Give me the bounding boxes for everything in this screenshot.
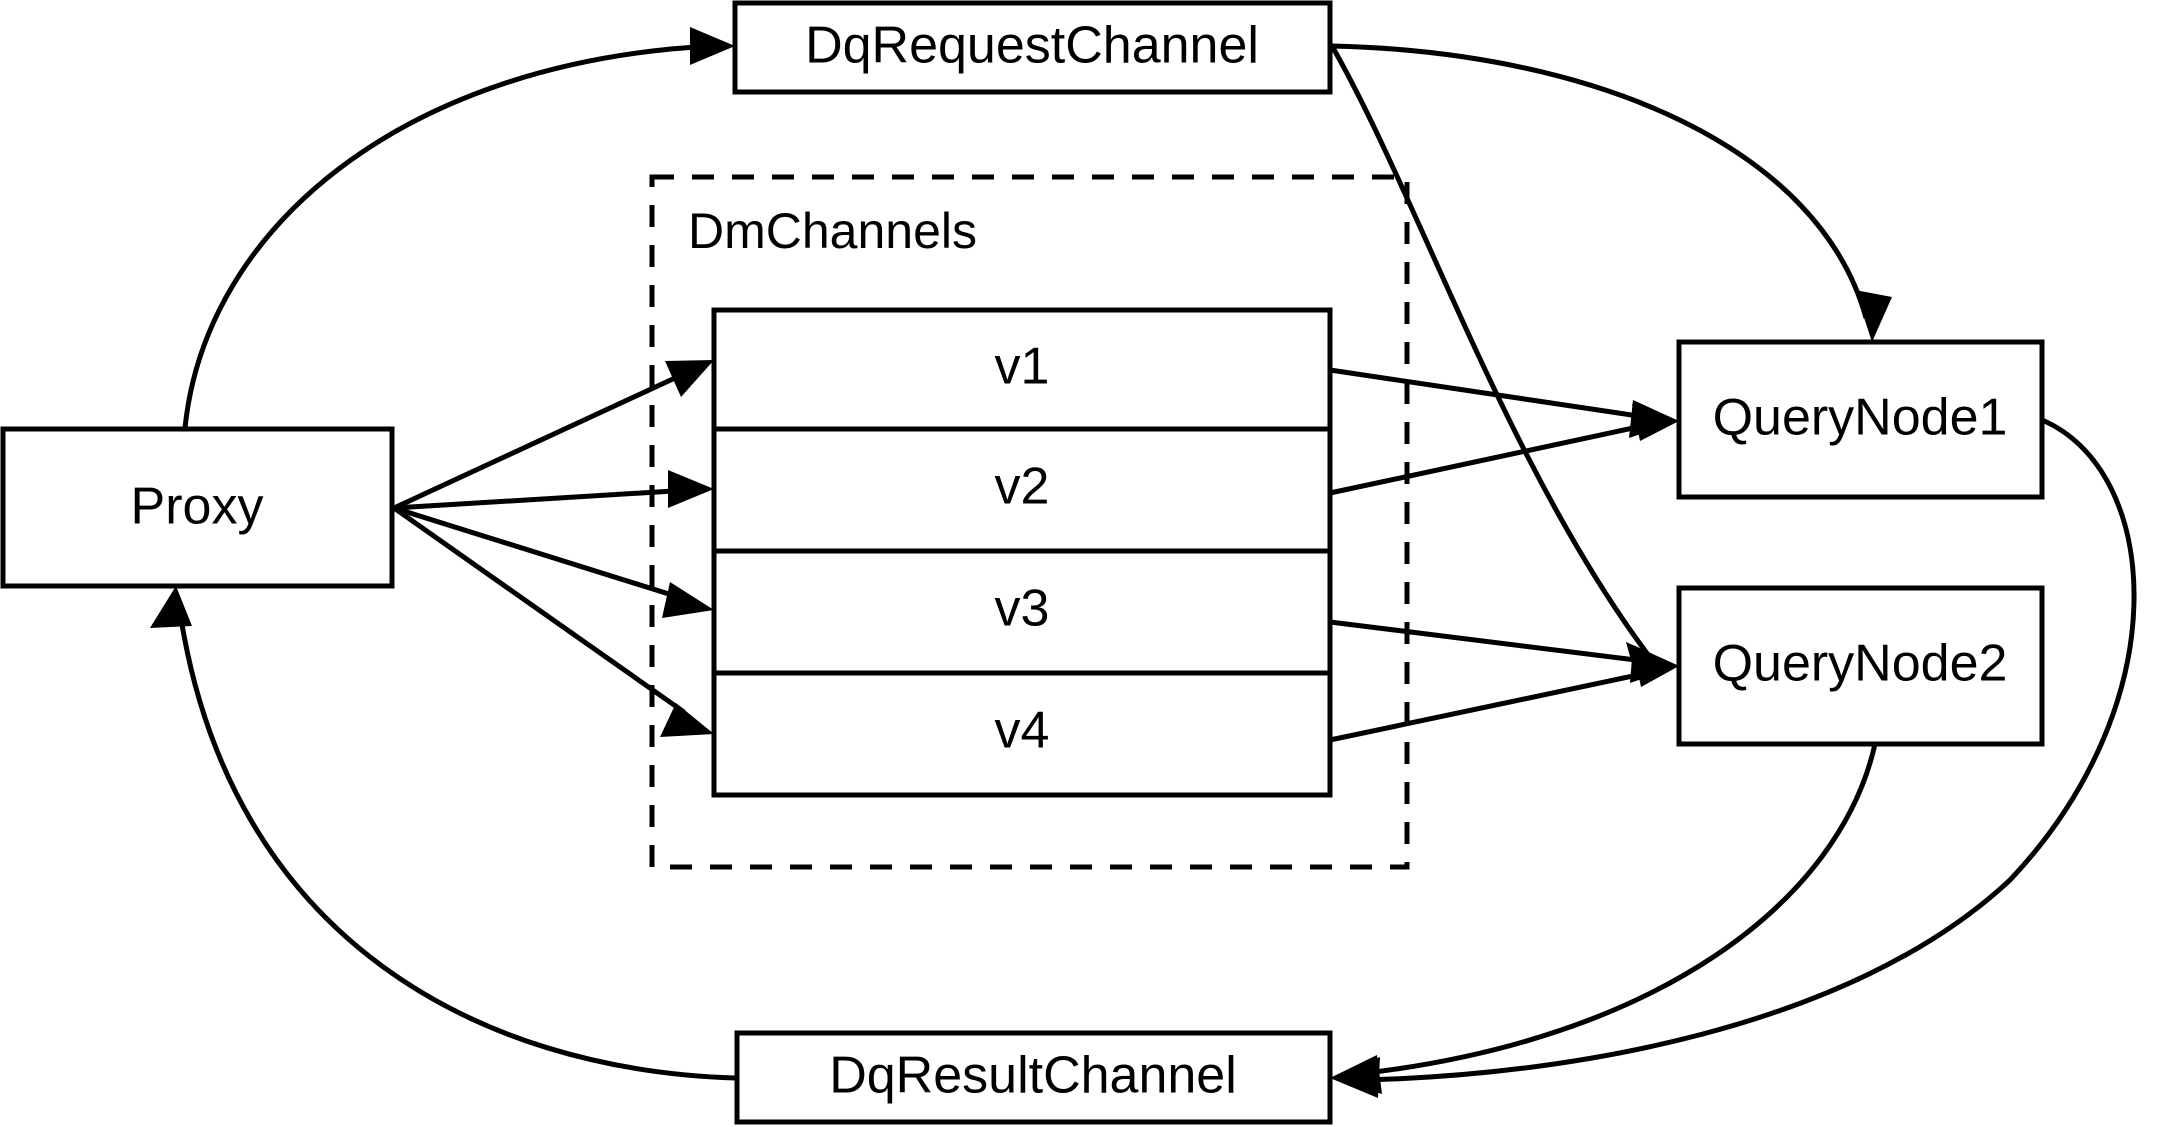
node-dq-request-channel-label: DqRequestChannel xyxy=(805,17,1259,75)
node-proxy-label: Proxy xyxy=(131,478,264,536)
edge-query-node-2-to-dq-result-channel xyxy=(1330,743,1878,1094)
arrow-head-icon xyxy=(150,586,192,628)
edge-dq-request-channel-to-query-node-1 xyxy=(1331,43,1892,342)
arrow-head-icon xyxy=(1330,1055,1382,1094)
node-dq-request-channel[interactable]: DqRequestChannel xyxy=(732,0,1333,95)
arrow-head-icon xyxy=(668,470,714,508)
channel-row-v1[interactable]: v1 xyxy=(995,338,1050,396)
dm-channels-group: DmChannels xyxy=(649,174,1410,870)
edge-proxy-to-v4 xyxy=(392,505,714,737)
arrow-head-icon xyxy=(690,27,735,65)
node-proxy[interactable]: Proxy xyxy=(0,426,395,589)
edge-v4-to-query-node-2 xyxy=(1329,650,1679,743)
edge-v3-to-query-node-2 xyxy=(1329,619,1679,683)
arrow-head-icon xyxy=(660,703,714,737)
node-dq-result-channel-label: DqResultChannel xyxy=(829,1047,1237,1105)
edge-proxy-to-v1 xyxy=(392,360,714,511)
node-proxy-box[interactable] xyxy=(0,426,395,589)
node-query-node-2-label: QueryNode2 xyxy=(1713,635,2008,693)
arrow-head-icon xyxy=(1632,404,1679,441)
node-dq-request-channel-box[interactable] xyxy=(732,0,1333,95)
edge-dq-request-channel-to-query-node-2 xyxy=(1329,44,1679,678)
edge-v2-to-query-node-1 xyxy=(1329,404,1679,496)
arrow-head-icon xyxy=(662,582,714,618)
channel-row-v2[interactable]: v2 xyxy=(995,458,1050,516)
edge-dq-result-channel-to-proxy xyxy=(150,586,736,1081)
arrow-head-icon xyxy=(1626,642,1679,678)
channel-row-v4[interactable]: v4 xyxy=(995,702,1050,760)
node-query-node-1-box[interactable] xyxy=(1676,339,2045,500)
node-query-node-1-label: QueryNode1 xyxy=(1713,389,2008,447)
dm-channels-group-border xyxy=(649,174,1410,870)
channel-row-v3[interactable]: v3 xyxy=(995,580,1050,638)
edge-proxy-to-v3 xyxy=(393,505,714,618)
node-query-node-1[interactable]: QueryNode1 xyxy=(1676,339,2045,500)
edge-proxy-to-v2 xyxy=(393,470,714,511)
arrow-head-icon xyxy=(1855,290,1892,342)
channel-stack: v1 v2 v3 v4 xyxy=(711,307,1333,798)
node-dq-result-channel-box[interactable] xyxy=(734,1030,1333,1125)
node-query-node-2-box[interactable] xyxy=(1676,585,2045,747)
node-dq-result-channel[interactable]: DqResultChannel xyxy=(734,1030,1333,1125)
edge-proxy-to-dq-request-channel xyxy=(182,27,735,429)
edge-query-node-1-to-dq-result-channel xyxy=(1330,417,2137,1098)
node-query-node-2[interactable]: QueryNode2 xyxy=(1676,585,2045,747)
arrow-head-icon xyxy=(665,360,714,397)
dm-channels-label: DmChannels xyxy=(688,203,977,259)
